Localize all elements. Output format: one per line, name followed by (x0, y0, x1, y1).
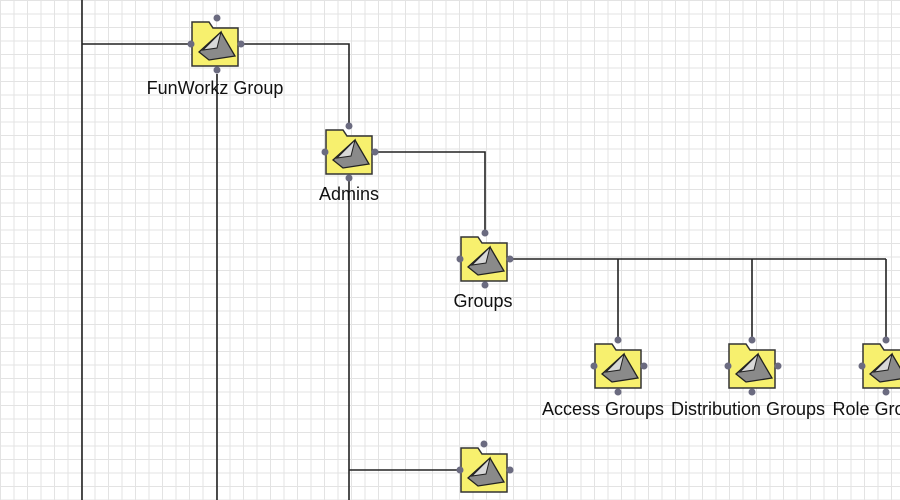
node-distribution-groups[interactable] (724, 336, 782, 396)
node-label-distribution-groups: Distribution Groups (670, 399, 826, 419)
folder-group-icon (590, 336, 648, 396)
node-role-groups[interactable] (858, 336, 900, 396)
node-label-admins: Admins (318, 184, 380, 204)
connector-funworkz-to-admins (241, 43, 350, 124)
node-funworkz-group[interactable] (187, 14, 245, 74)
folder-group-icon (456, 440, 514, 493)
node-label-funworkz-group: FunWorkz Group (146, 78, 284, 98)
folder-group-icon (321, 122, 379, 182)
folder-group-icon (858, 336, 900, 396)
node-label-role-groups: Role Groups (832, 399, 900, 419)
node-access-groups[interactable] (590, 336, 648, 396)
connector-admins-to-groups (378, 151, 486, 232)
node-admins[interactable] (321, 122, 379, 182)
folder-group-icon (456, 229, 514, 289)
node-label-access-groups: Access Groups (541, 399, 665, 419)
folder-group-icon (187, 14, 245, 74)
node-label-groups: Groups (453, 291, 513, 311)
node-groups[interactable] (456, 229, 514, 289)
node-bottom-unlabeled[interactable] (456, 440, 514, 498)
folder-group-icon (724, 336, 782, 396)
